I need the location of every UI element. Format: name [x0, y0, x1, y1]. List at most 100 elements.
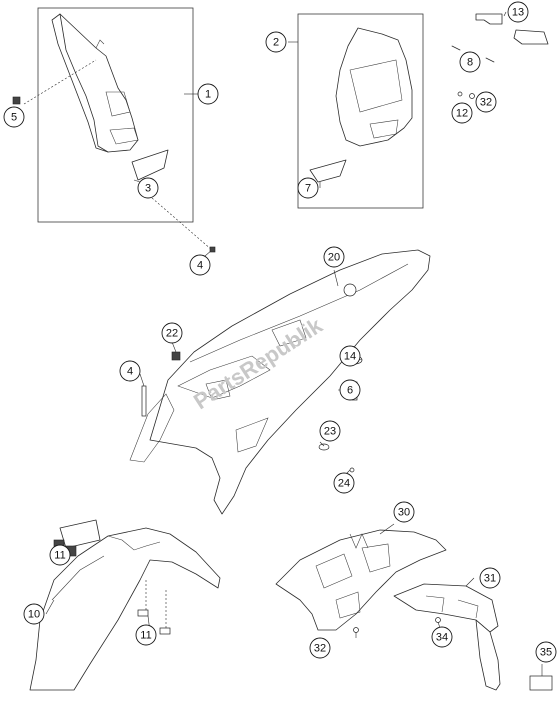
- callout-circle: [265, 31, 287, 53]
- callout-circle: [319, 420, 341, 442]
- callout-bubble: 24: [333, 472, 355, 494]
- callout-circle: [535, 641, 557, 663]
- callout-bubble: 20: [323, 246, 345, 268]
- callout-bubble: 14: [339, 345, 361, 367]
- front-fender-part: [29, 527, 221, 691]
- leader-line: [465, 577, 475, 587]
- callout-bubble: 22: [161, 322, 183, 344]
- callout-circle: [459, 51, 481, 73]
- callout-bubble: 34: [431, 626, 453, 648]
- callout-number: 10: [28, 609, 40, 621]
- washer-part: [318, 443, 330, 451]
- callout-number: 22: [166, 328, 178, 340]
- nut-part: [469, 93, 475, 99]
- screw-part: [353, 627, 359, 633]
- callout-circle: [161, 322, 183, 344]
- callout-bubble: 32: [475, 91, 497, 113]
- bolt-part: [141, 385, 147, 417]
- callout-number: 31: [484, 573, 496, 585]
- screw-part: [435, 617, 441, 623]
- callout-number: 6: [347, 385, 353, 397]
- callout-number: 35: [540, 647, 552, 659]
- callout-circle: [135, 624, 157, 646]
- callout-number: 13: [512, 7, 524, 19]
- callout-number: 11: [54, 550, 65, 562]
- callout-number: 34: [436, 632, 448, 644]
- callout-bubble: 8: [459, 51, 481, 73]
- callout-bubble: 1: [197, 83, 219, 105]
- callout-circle: [49, 544, 71, 566]
- nut-part: [12, 96, 21, 105]
- gear-icon: [343, 283, 357, 297]
- callout-bubble: 23: [319, 420, 341, 442]
- leader-line: [503, 11, 507, 17]
- callout-number: 4: [127, 366, 133, 378]
- washer-part: [137, 609, 149, 617]
- leader-line: [45, 599, 55, 615]
- washer-part: [457, 91, 463, 97]
- callout-number: 11: [140, 630, 151, 642]
- callout-circle: [507, 1, 529, 23]
- headlight-mask-part: [51, 13, 139, 153]
- callout-number: 32: [480, 97, 492, 109]
- callout-circle: [119, 360, 141, 382]
- callout-circle: [451, 102, 473, 124]
- callout-circle: [309, 637, 331, 659]
- callout-number: 5: [11, 112, 17, 124]
- callout-number: 32: [314, 643, 326, 655]
- headlight-mask-2-part: [335, 27, 413, 147]
- callout-bubble: 7: [297, 177, 319, 199]
- callout-circle: [137, 177, 159, 199]
- callout-number: 23: [324, 426, 336, 438]
- callout-circle: [339, 345, 361, 367]
- mask-sticker-part: [131, 149, 169, 181]
- callout-bubble: 3: [137, 177, 159, 199]
- callout-bubble: 32: [309, 637, 331, 659]
- callout-circle: [393, 501, 415, 523]
- callout-circle: [333, 472, 355, 494]
- callout-bubble: 31: [479, 567, 501, 589]
- leader-line: [319, 441, 325, 447]
- leader-line: [23, 59, 97, 105]
- callout-bubble: 10: [23, 603, 45, 625]
- license-light-part: [529, 675, 553, 691]
- leader-line: [379, 523, 395, 535]
- callout-circle: [197, 83, 219, 105]
- callout-number: 2: [273, 37, 279, 49]
- fender-bracket-part: [59, 519, 101, 549]
- leader-line: [333, 269, 339, 287]
- callout-circle: [297, 177, 319, 199]
- callout-circle: [475, 91, 497, 113]
- license-bracket-part: [393, 583, 501, 691]
- callout-bubble: 6: [339, 379, 361, 401]
- callout-number: 8: [467, 57, 473, 69]
- callout-number: 14: [344, 351, 356, 363]
- callout-number: 24: [338, 478, 350, 490]
- callout-circle: [3, 106, 25, 128]
- screw-8-part: [451, 45, 495, 63]
- callout-bubble: 30: [393, 501, 415, 523]
- leader-line: [151, 197, 213, 251]
- clip-part: [475, 13, 549, 45]
- callout-number: 30: [398, 507, 410, 519]
- nut-part: [171, 351, 181, 361]
- leader-line: [171, 341, 177, 353]
- washer-part: [159, 627, 171, 635]
- group-box-headlight-mask-2: [297, 13, 424, 209]
- callout-circle: [431, 626, 453, 648]
- callout-bubble: 12: [451, 102, 473, 124]
- callout-bubble: 35: [535, 641, 557, 663]
- callout-number: 3: [145, 183, 151, 195]
- callout-bubble: 11: [135, 624, 157, 646]
- callout-number: 4: [197, 260, 203, 272]
- callout-number: 20: [328, 252, 340, 264]
- mask-2-sticker-part: [309, 159, 347, 183]
- callout-bubble: 4: [119, 360, 141, 382]
- callout-circle: [323, 246, 345, 268]
- callout-bubble: 11: [49, 544, 71, 566]
- screw-part: [209, 246, 216, 253]
- callout-number: 7: [305, 183, 311, 195]
- callout-bubble: 13: [507, 1, 529, 23]
